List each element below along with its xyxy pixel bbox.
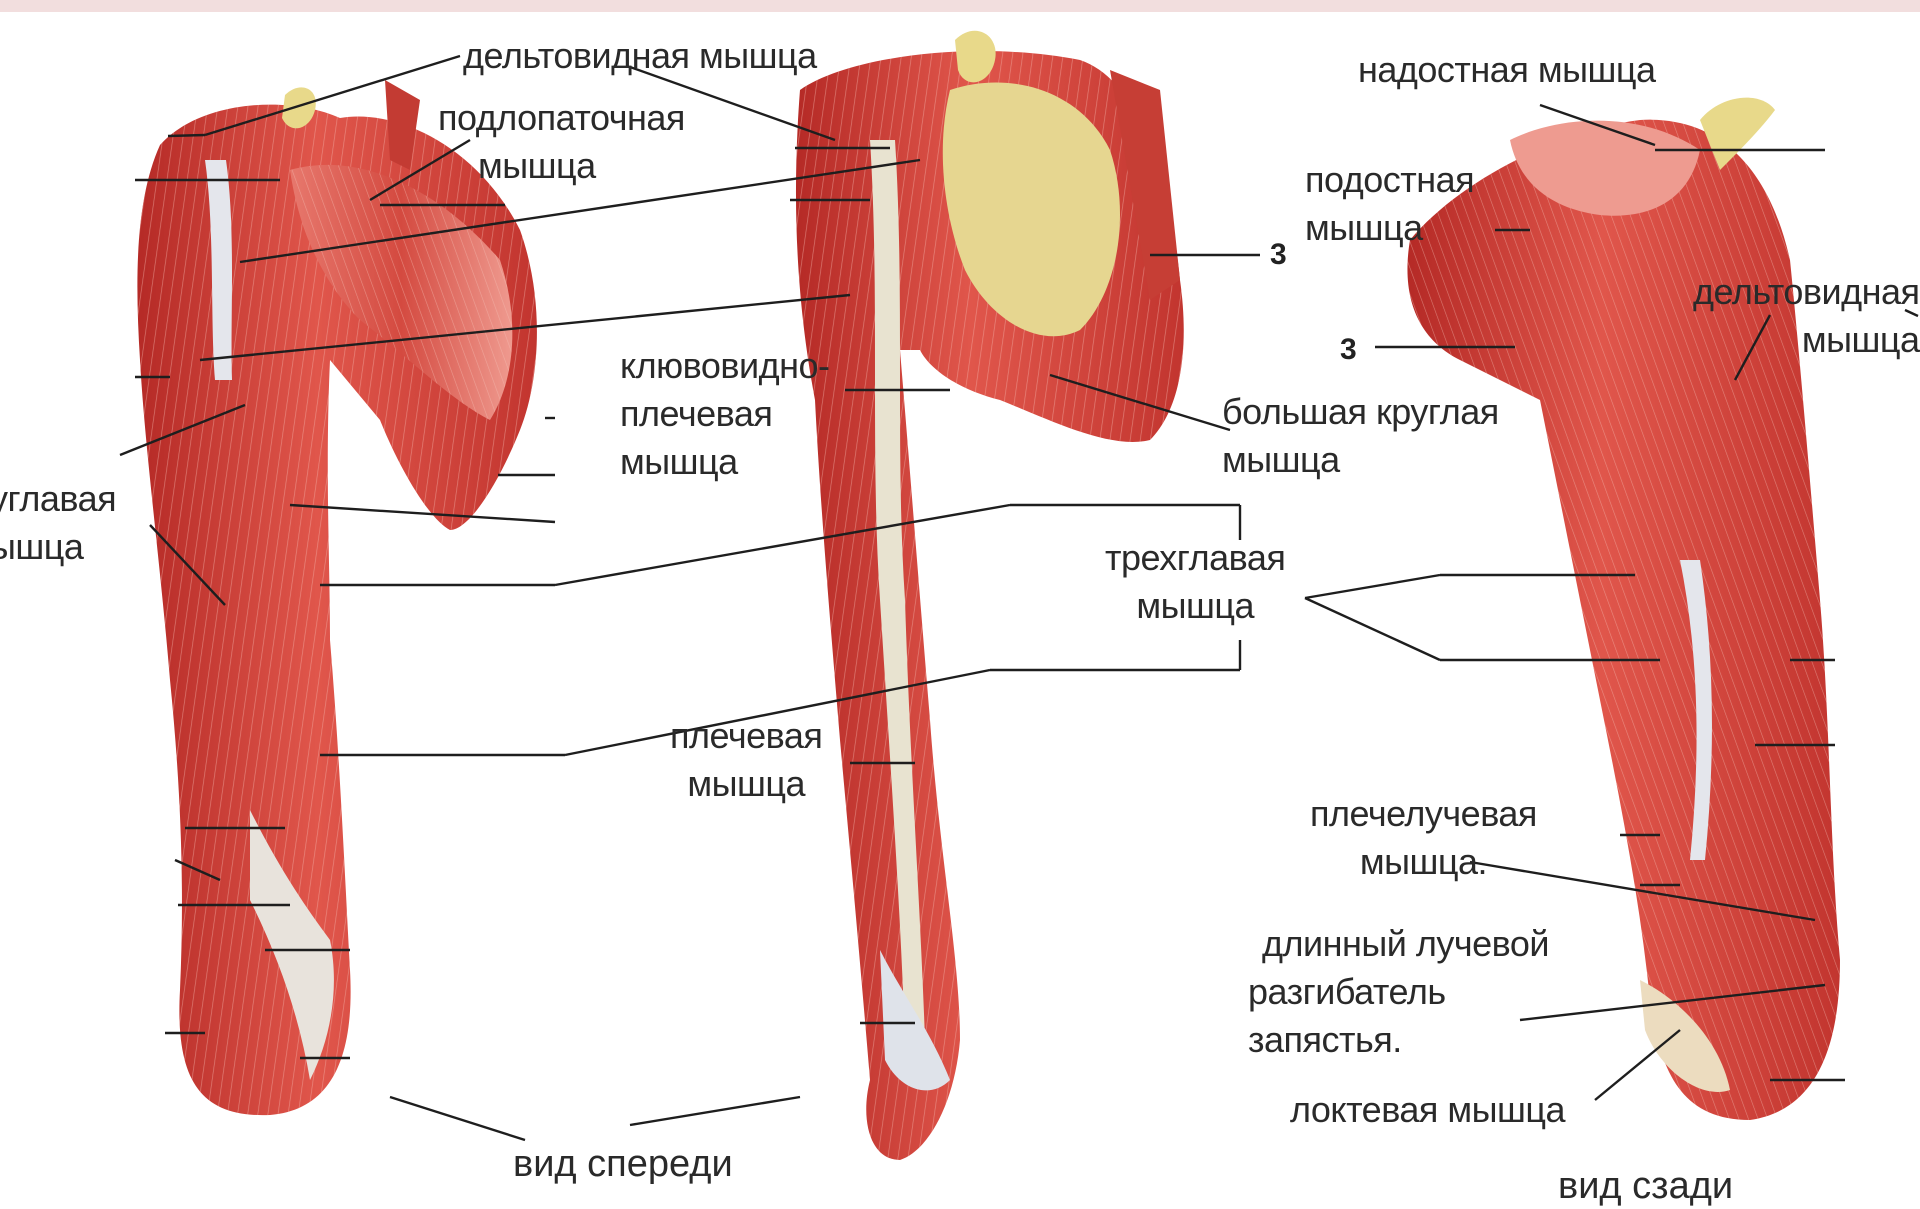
label-deltoid-back-line2: мышца — [1783, 316, 1920, 364]
label-brachioradialis-line2: мышца. — [1310, 838, 1537, 886]
label-teres-major-line2: мышца — [1222, 436, 1499, 484]
label-subscapularis-line2: мышца — [478, 142, 685, 190]
label-ecrl: длинный лучевой разгибатель запястья. — [1248, 920, 1549, 1064]
label-anconeus: локтевая мышца — [1290, 1086, 1565, 1134]
label-brachialis-line2: мышца — [670, 760, 822, 808]
label-brachioradialis-line1: плечелучевая — [1310, 790, 1537, 838]
label-coracobrachialis-line1: клювовидно- — [620, 342, 830, 390]
label-subscapularis-line1: подлопаточная — [438, 94, 685, 142]
caption-back-view: вид сзади — [1558, 1165, 1733, 1208]
label-teres-major-line1: большая круглая — [1222, 388, 1499, 436]
label-coracobrachialis: клювовидно- плечевая мышца — [620, 342, 830, 486]
caption-front-view: вид спереди — [513, 1143, 733, 1186]
label-coracobrachialis-line2: плечевая — [620, 390, 830, 438]
label-coracobrachialis-line3: мышца — [620, 438, 830, 486]
label-infraspinatus-line2: мышца — [1305, 204, 1474, 252]
label-triceps: трехглавая мышца — [1105, 534, 1285, 630]
label-ecrl-line2: разгибатель — [1248, 968, 1549, 1016]
label-deltoid-back-line1: дельтовидная — [1693, 268, 1920, 316]
label-brachialis-line1: плечевая — [670, 712, 822, 760]
label-deltoid-back: дельтовидная мышца — [1693, 268, 1920, 364]
label-triceps-line1: трехглавая — [1105, 534, 1285, 582]
label-brachialis: плечевая мышца — [670, 712, 822, 808]
label-triceps-line2: мышца — [1105, 582, 1285, 630]
marker-3-middle: 3 — [1270, 238, 1287, 272]
label-supraspinatus: надостная мышца — [1358, 46, 1655, 94]
label-biceps: углавая ышца — [0, 475, 116, 571]
label-subscapularis: подлопаточная мышца — [438, 94, 685, 190]
label-teres-major: большая круглая мышца — [1222, 388, 1499, 484]
label-biceps-line1: углавая — [0, 475, 116, 523]
label-biceps-line2: ышца — [0, 523, 116, 571]
marker-3-back: 3 — [1340, 333, 1357, 367]
label-brachioradialis: плечелучевая мышца. — [1310, 790, 1537, 886]
label-infraspinatus-line1: подостная — [1305, 156, 1474, 204]
label-ecrl-line1: длинный лучевой — [1262, 920, 1549, 968]
label-ecrl-line3: запястья. — [1248, 1016, 1549, 1064]
figure-front-arm — [137, 80, 537, 1115]
label-deltoid-front: дельтовидная мышца — [463, 32, 817, 80]
label-infraspinatus: подостная мышца — [1305, 156, 1474, 252]
